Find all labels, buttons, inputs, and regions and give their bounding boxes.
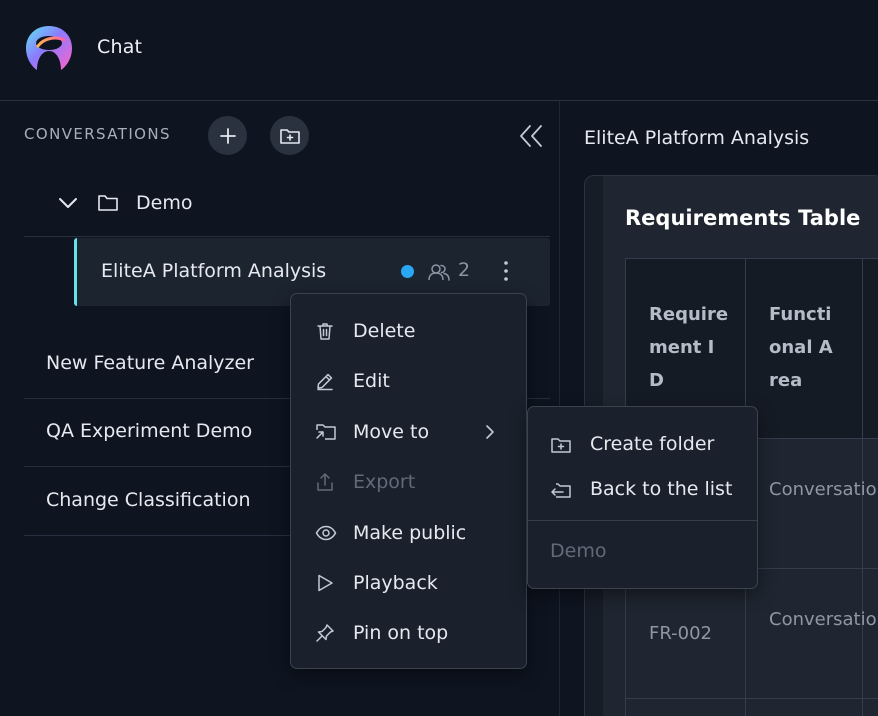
table-cell: Conversations [769, 479, 878, 500]
menu-item-label: Pin on top [353, 622, 449, 644]
table-border [625, 258, 878, 259]
menu-item-make-public[interactable]: Make public [291, 509, 526, 557]
back-to-list-icon [551, 483, 571, 498]
chevron-down-icon[interactable] [58, 196, 78, 210]
plus-icon [219, 127, 236, 144]
menu-item-pin-on-top[interactable]: Pin on top [291, 609, 526, 657]
table-cell: FR-002 [649, 623, 712, 644]
folder-icon [98, 195, 118, 211]
folder-name: Demo [136, 192, 193, 214]
submenu-item-back-to-list[interactable]: Back to the list [528, 468, 757, 512]
conversations-section-label: CONVERSATIONS [24, 125, 171, 143]
collapse-sidebar-icon[interactable] [518, 124, 544, 148]
menu-item-label: Edit [353, 370, 390, 392]
menu-item-move-to[interactable]: Move to [291, 408, 526, 456]
pin-icon [316, 624, 334, 642]
folder-plus-icon [551, 438, 571, 453]
conversation-label: EliteA Platform Analysis [101, 260, 327, 282]
chevron-right-icon [486, 425, 494, 439]
table-header-cell: Requirement ID [649, 304, 729, 391]
conversation-label: QA Experiment Demo [46, 420, 253, 442]
app-logo-icon[interactable] [24, 24, 74, 72]
document-heading: Requirements Table [625, 206, 861, 230]
menu-item-delete[interactable]: Delete [291, 307, 526, 355]
pencil-icon [317, 373, 333, 391]
conversation-context-menu: Delete Edit Move to Export Make public [290, 293, 527, 669]
menu-item-playback[interactable]: Playback [291, 559, 526, 607]
conversation-item[interactable]: QA Experiment Demo [24, 398, 550, 467]
conversation-label: New Feature Analyzer [46, 352, 254, 374]
play-icon [318, 574, 333, 592]
users-icon [428, 264, 450, 281]
participant-count: 2 [458, 259, 471, 281]
conversation-item[interactable]: Change Classification [24, 467, 550, 536]
menu-item-label: Delete [353, 320, 416, 342]
status-dot [401, 265, 414, 278]
menu-item-export: Export [291, 458, 526, 506]
trash-icon [317, 323, 333, 340]
menu-item-label: Make public [353, 522, 467, 544]
submenu-item-label: Back to the list [590, 478, 733, 500]
conversation-title: EliteA Platform Analysis [584, 127, 810, 149]
more-vertical-icon[interactable] [503, 260, 509, 282]
conversation-label: Change Classification [46, 489, 251, 511]
folder-plus-icon [279, 128, 300, 144]
new-conversation-button[interactable] [208, 116, 247, 155]
submenu-folder-demo: Demo [550, 540, 607, 562]
app-title: Chat [97, 36, 143, 58]
menu-item-label: Playback [353, 572, 438, 594]
new-folder-button[interactable] [270, 116, 309, 155]
app-header: Chat [0, 0, 878, 101]
submenu-divider [528, 520, 757, 521]
export-icon [317, 473, 333, 491]
move-to-submenu: Create folder Back to the list Demo [527, 406, 758, 589]
menu-item-label: Export [353, 471, 416, 493]
menu-item-label: Move to [353, 421, 430, 443]
table-border [625, 698, 878, 699]
folder-demo[interactable]: Demo [24, 170, 550, 237]
menu-item-edit[interactable]: Edit [291, 357, 526, 405]
table-header-cell: Functional Area [769, 304, 833, 391]
table-cell: Conversations [769, 609, 878, 630]
submenu-item-create-folder[interactable]: Create folder [528, 423, 757, 467]
conversation-item[interactable]: New Feature Analyzer [24, 330, 550, 399]
table-border [862, 258, 863, 716]
move-icon [316, 424, 336, 440]
submenu-item-label: Create folder [590, 433, 715, 455]
eye-icon [315, 525, 337, 541]
